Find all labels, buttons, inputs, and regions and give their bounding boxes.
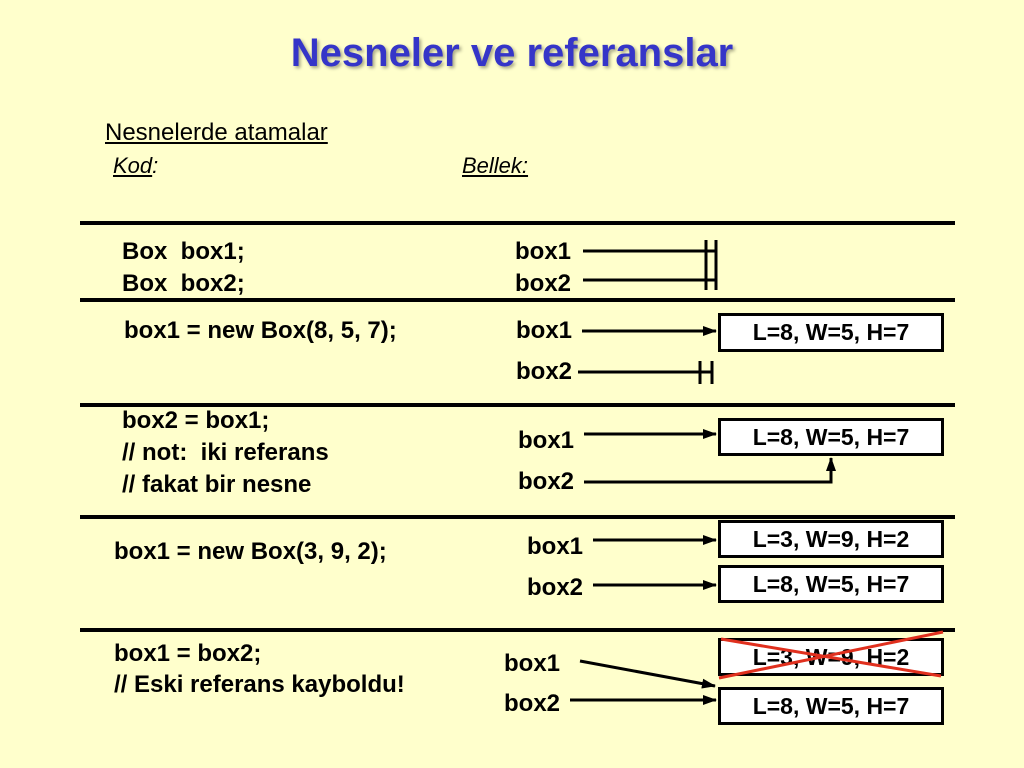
code-line: Box box1;	[122, 238, 245, 265]
code-comment: // not: iki referans	[122, 439, 329, 466]
object-box: L=8, W=5, H=7	[718, 565, 944, 603]
object-label: L=3, W=9, H=2	[752, 643, 910, 670]
code-line: Box box2;	[122, 270, 245, 297]
object-label: L=3, W=9, H=2	[752, 525, 910, 552]
code-line: box1 = new Box(8, 5, 7);	[124, 317, 397, 344]
code-column-label-text: Kod	[113, 153, 153, 178]
object-box-unreachable: L=3, W=9, H=2	[718, 638, 944, 676]
reference-label-box1: box1	[516, 317, 573, 344]
code-line: box1 = box2;	[114, 640, 262, 667]
object-label: L=8, W=5, H=7	[752, 423, 910, 450]
section-heading: Nesnelerde atamalar	[105, 119, 328, 146]
code-comment: // Eski referans kayboldu!	[114, 671, 405, 698]
object-box: L=8, W=5, H=7	[718, 313, 944, 352]
memory-column-label-text: Bellek:	[462, 153, 529, 178]
object-box: L=8, W=5, H=7	[718, 418, 944, 456]
code-line: box2 = box1;	[122, 407, 270, 434]
object-label: L=8, W=5, H=7	[752, 692, 910, 719]
reference-label-box2: box2	[527, 574, 584, 601]
memory-column-label: Bellek:	[462, 155, 528, 177]
reference-label-box1: box1	[504, 650, 561, 677]
reference-arrow-box2	[584, 457, 836, 484]
code-line: box1 = new Box(3, 9, 2);	[114, 538, 387, 565]
code-comment: // fakat bir nesne	[122, 471, 312, 498]
object-label: L=8, W=5, H=7	[752, 319, 910, 345]
reference-label-box1: box1	[527, 533, 584, 560]
reference-label-box2: box2	[515, 270, 572, 297]
slide-title: Nesneler ve referanslar	[290, 31, 734, 75]
code-column-label: Kod:	[113, 155, 158, 177]
reference-label-box1: box1	[515, 238, 572, 265]
reference-arrow-box1	[579, 659, 716, 689]
object-box: L=3, W=9, H=2	[718, 520, 944, 558]
code-column-label-colon: :	[152, 153, 159, 178]
reference-label-box2: box2	[518, 468, 575, 495]
reference-label-box1: box1	[518, 427, 575, 454]
reference-label-box2: box2	[516, 358, 573, 385]
reference-label-box2: box2	[504, 690, 561, 717]
object-box: L=8, W=5, H=7	[718, 687, 944, 725]
object-label: L=8, W=5, H=7	[752, 570, 910, 597]
